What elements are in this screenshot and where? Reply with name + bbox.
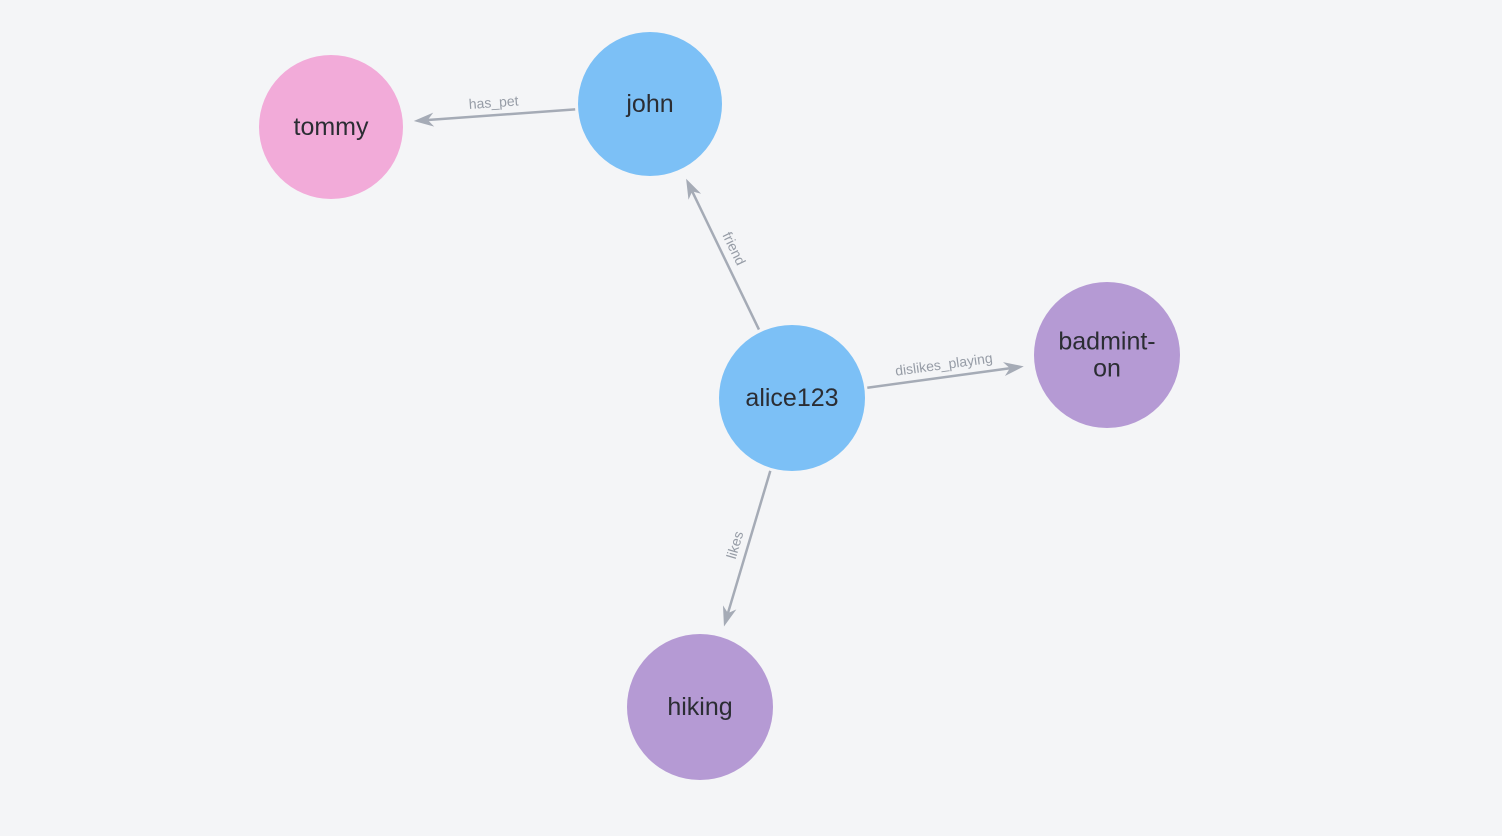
node-label-john: john — [625, 90, 673, 118]
edge-john-tommy: has_pet — [413, 92, 576, 127]
node-label-tommy: tommy — [294, 113, 370, 141]
node-label-alice123: alice123 — [745, 384, 838, 412]
node-circle-alice123[interactable] — [719, 325, 865, 471]
node-label-hiking: hiking — [667, 693, 732, 721]
edge-label: has_pet — [468, 92, 519, 112]
edge-label: dislikes_playing — [894, 350, 993, 379]
node-alice123: alice123 — [719, 325, 865, 471]
node-circle-tommy[interactable] — [259, 55, 403, 199]
edge-label: friend — [719, 229, 749, 268]
edge-line-friend[interactable] — [691, 190, 761, 331]
edge-line-has_pet[interactable] — [427, 108, 576, 122]
edge-alice123-badminton: dislikes_playing — [867, 350, 1024, 389]
edge-line-dislikes_playing[interactable] — [867, 367, 1011, 389]
node-circle-hiking[interactable] — [627, 634, 773, 780]
node-badminton: badmint-on — [1034, 282, 1180, 428]
edge-arrowhead-icon — [722, 605, 737, 627]
node-tommy: tommy — [259, 55, 403, 199]
edge-label: likes — [723, 529, 746, 560]
edge-arrowhead-icon — [686, 178, 702, 200]
node-hiking: hiking — [627, 634, 773, 780]
edge-arrowhead-icon — [1003, 362, 1024, 377]
edge-line-likes[interactable] — [726, 470, 772, 614]
edge-alice123-hiking: likes — [722, 470, 772, 627]
node-label-badminton: on — [1093, 355, 1121, 383]
node-label-badminton: badmint- — [1058, 328, 1155, 356]
edge-arrowhead-icon — [413, 112, 435, 127]
node-john: john — [578, 32, 722, 176]
edge-alice123-john: friend — [686, 178, 761, 331]
node-circle-john[interactable] — [578, 32, 722, 176]
nodes-layer: tommy john alice123 badmint-on hiking — [259, 32, 1180, 780]
node-circle-badminton[interactable] — [1034, 282, 1180, 428]
